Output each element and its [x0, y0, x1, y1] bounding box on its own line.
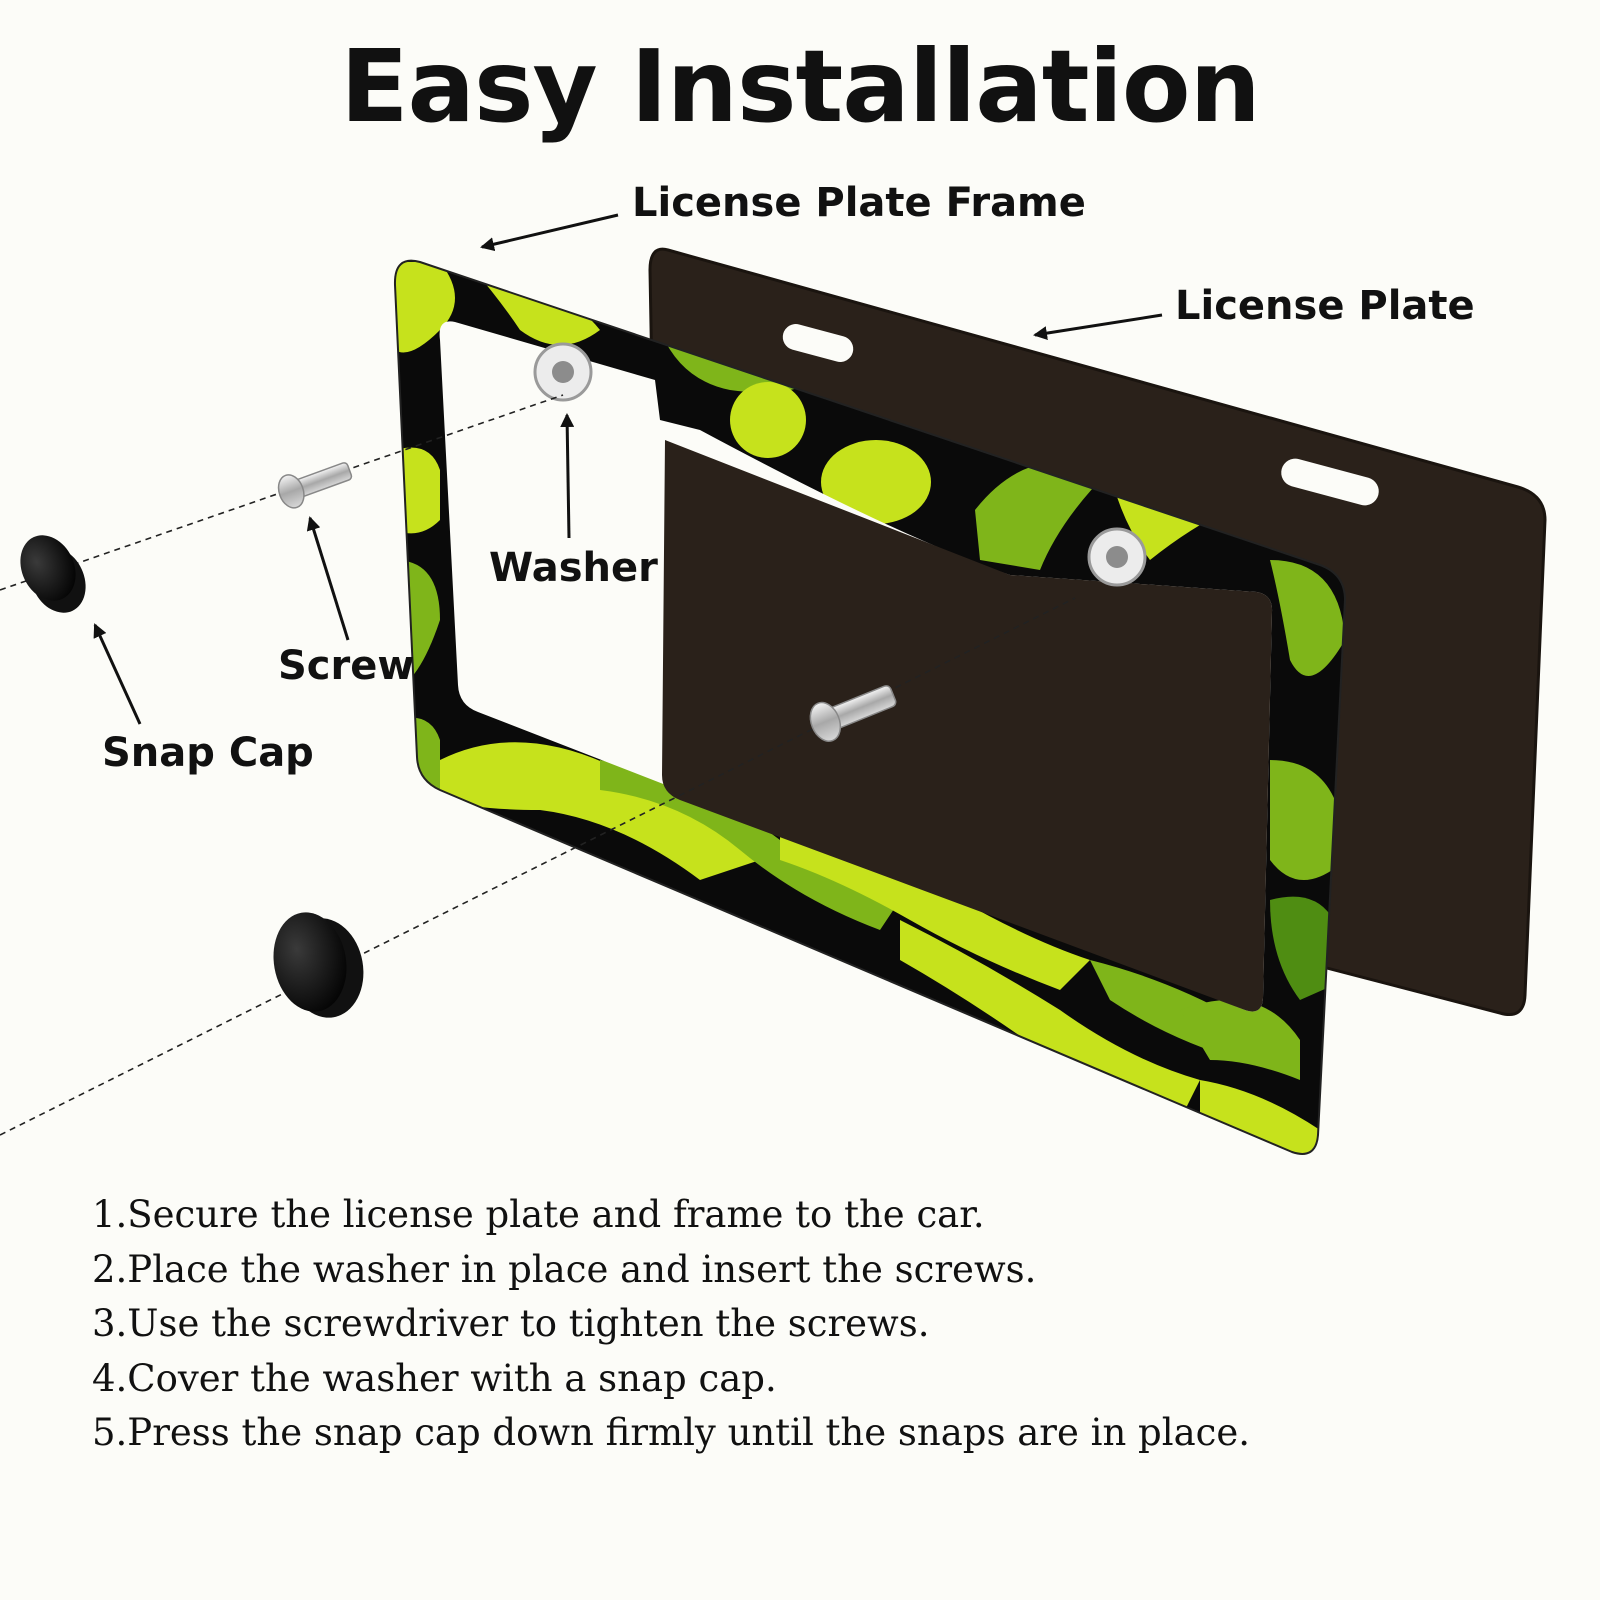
snap-cap-top [20, 535, 86, 613]
step-item: 5.Press the snap cap down firmly until t… [92, 1411, 1251, 1454]
label-license-plate: License Plate [1175, 283, 1475, 329]
label-screw: Screw [278, 643, 415, 689]
plate-slot [782, 324, 854, 362]
step-item: 1.Secure the license plate and frame to … [92, 1193, 985, 1236]
label-license-plate-frame: License Plate Frame [632, 180, 1086, 226]
screw-bottom [809, 685, 897, 742]
label-snap-cap: Snap Cap [102, 730, 314, 776]
step-item: 3.Use the screwdriver to tighten the scr… [92, 1302, 930, 1345]
screw-top [277, 462, 353, 509]
washer-right [1087, 527, 1147, 587]
washer-top [533, 342, 593, 402]
page-title: Easy Installation [340, 28, 1261, 145]
snap-cap-bottom [273, 912, 364, 1018]
plate-slot [1281, 458, 1379, 506]
label-washer: Washer [489, 545, 658, 591]
instruction-steps: 1.Secure the license plate and frame to … [92, 1188, 1250, 1461]
step-item: 4.Cover the washer with a snap cap. [92, 1356, 777, 1400]
step-item: 2.Place the washer in place and insert t… [92, 1247, 1037, 1291]
label-arrows [93, 213, 1163, 725]
